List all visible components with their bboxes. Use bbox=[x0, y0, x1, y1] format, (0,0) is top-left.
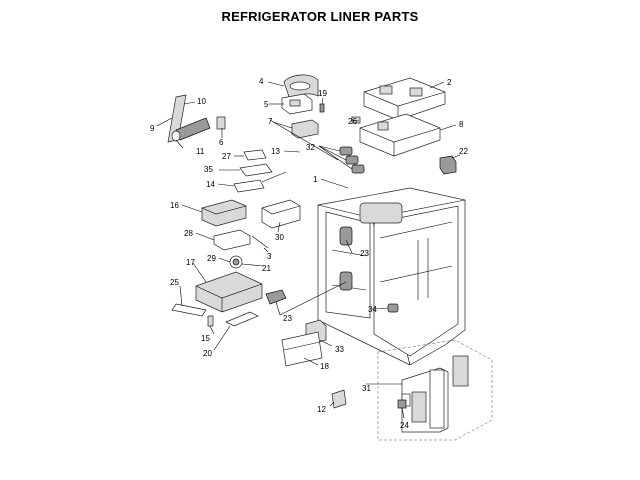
bin-18 bbox=[281, 331, 323, 367]
callout-31: 31 bbox=[362, 384, 371, 393]
callout-2: 2 bbox=[447, 78, 452, 87]
callout-23-upper: 23 bbox=[360, 249, 369, 258]
callout-4: 4 bbox=[259, 77, 264, 86]
callout-13: 13 bbox=[271, 147, 280, 156]
callout-26: 26 bbox=[348, 117, 357, 126]
liner-cabinet bbox=[317, 187, 466, 366]
leader-lines bbox=[156, 81, 461, 419]
hinge-22 bbox=[439, 155, 457, 175]
callout-3: 3 bbox=[267, 252, 272, 261]
callout-24: 24 bbox=[400, 421, 409, 430]
callout-34: 34 bbox=[368, 305, 377, 314]
callout-20: 20 bbox=[203, 349, 212, 358]
callout-5: 5 bbox=[264, 100, 269, 109]
control-box bbox=[291, 119, 319, 139]
callout-32: 32 bbox=[306, 143, 315, 152]
callout-7: 7 bbox=[268, 117, 273, 126]
cap-6 bbox=[216, 116, 226, 130]
bar-14 bbox=[233, 171, 287, 193]
part-15 bbox=[207, 315, 214, 327]
callout-18: 18 bbox=[320, 362, 329, 371]
callout-21: 21 bbox=[262, 264, 271, 273]
line-3 bbox=[251, 235, 269, 249]
callout-16: 16 bbox=[170, 201, 179, 210]
sensor-34 bbox=[387, 303, 399, 313]
callout-labels: 1 2 3 4 5 6 7 8 9 10 11 12 13 14 15 16 1… bbox=[150, 77, 468, 430]
part-24 bbox=[397, 399, 407, 409]
callout-29: 29 bbox=[207, 254, 216, 263]
rail-25 bbox=[171, 303, 207, 317]
callout-30: 30 bbox=[275, 233, 284, 242]
callout-11: 11 bbox=[196, 147, 205, 156]
callout-1: 1 bbox=[313, 175, 318, 184]
callout-33: 33 bbox=[335, 345, 344, 354]
callout-17: 17 bbox=[186, 258, 195, 267]
callout-25: 25 bbox=[170, 278, 179, 287]
callout-22: 22 bbox=[459, 147, 468, 156]
damper-bracket bbox=[281, 93, 313, 115]
callout-12: 12 bbox=[317, 405, 326, 414]
callout-10: 10 bbox=[197, 97, 206, 106]
upper-tray bbox=[359, 113, 441, 157]
sensor-23-upper bbox=[339, 226, 353, 246]
callout-9: 9 bbox=[150, 124, 155, 133]
fan-assembly bbox=[195, 255, 263, 313]
clip-12 bbox=[331, 389, 347, 409]
callout-14: 14 bbox=[206, 180, 215, 189]
callout-23-lower: 23 bbox=[283, 314, 292, 323]
diagram-title: REFRIGERATOR LINER PARTS bbox=[221, 9, 419, 24]
wire-13 bbox=[269, 119, 339, 161]
box-30 bbox=[261, 199, 301, 229]
sensor-19 bbox=[319, 103, 325, 113]
callout-6: 6 bbox=[219, 138, 224, 147]
callout-27: 27 bbox=[222, 152, 231, 161]
sensor-23-lower bbox=[339, 271, 353, 291]
callout-19: 19 bbox=[318, 89, 327, 98]
callout-35: 35 bbox=[204, 165, 213, 174]
panel-28 bbox=[213, 229, 251, 251]
callout-15: 15 bbox=[201, 334, 210, 343]
bracket-27 bbox=[243, 149, 267, 161]
module-16 bbox=[201, 199, 247, 227]
callout-28: 28 bbox=[184, 229, 193, 238]
sensor-23-left bbox=[265, 289, 287, 305]
upper-control-housing bbox=[363, 77, 446, 121]
callout-8: 8 bbox=[459, 120, 464, 129]
cover-35 bbox=[239, 163, 273, 177]
door-liner-outline bbox=[377, 339, 493, 441]
filter-cartridge bbox=[171, 117, 211, 142]
led-lights bbox=[339, 146, 365, 174]
strip-20 bbox=[225, 311, 259, 327]
